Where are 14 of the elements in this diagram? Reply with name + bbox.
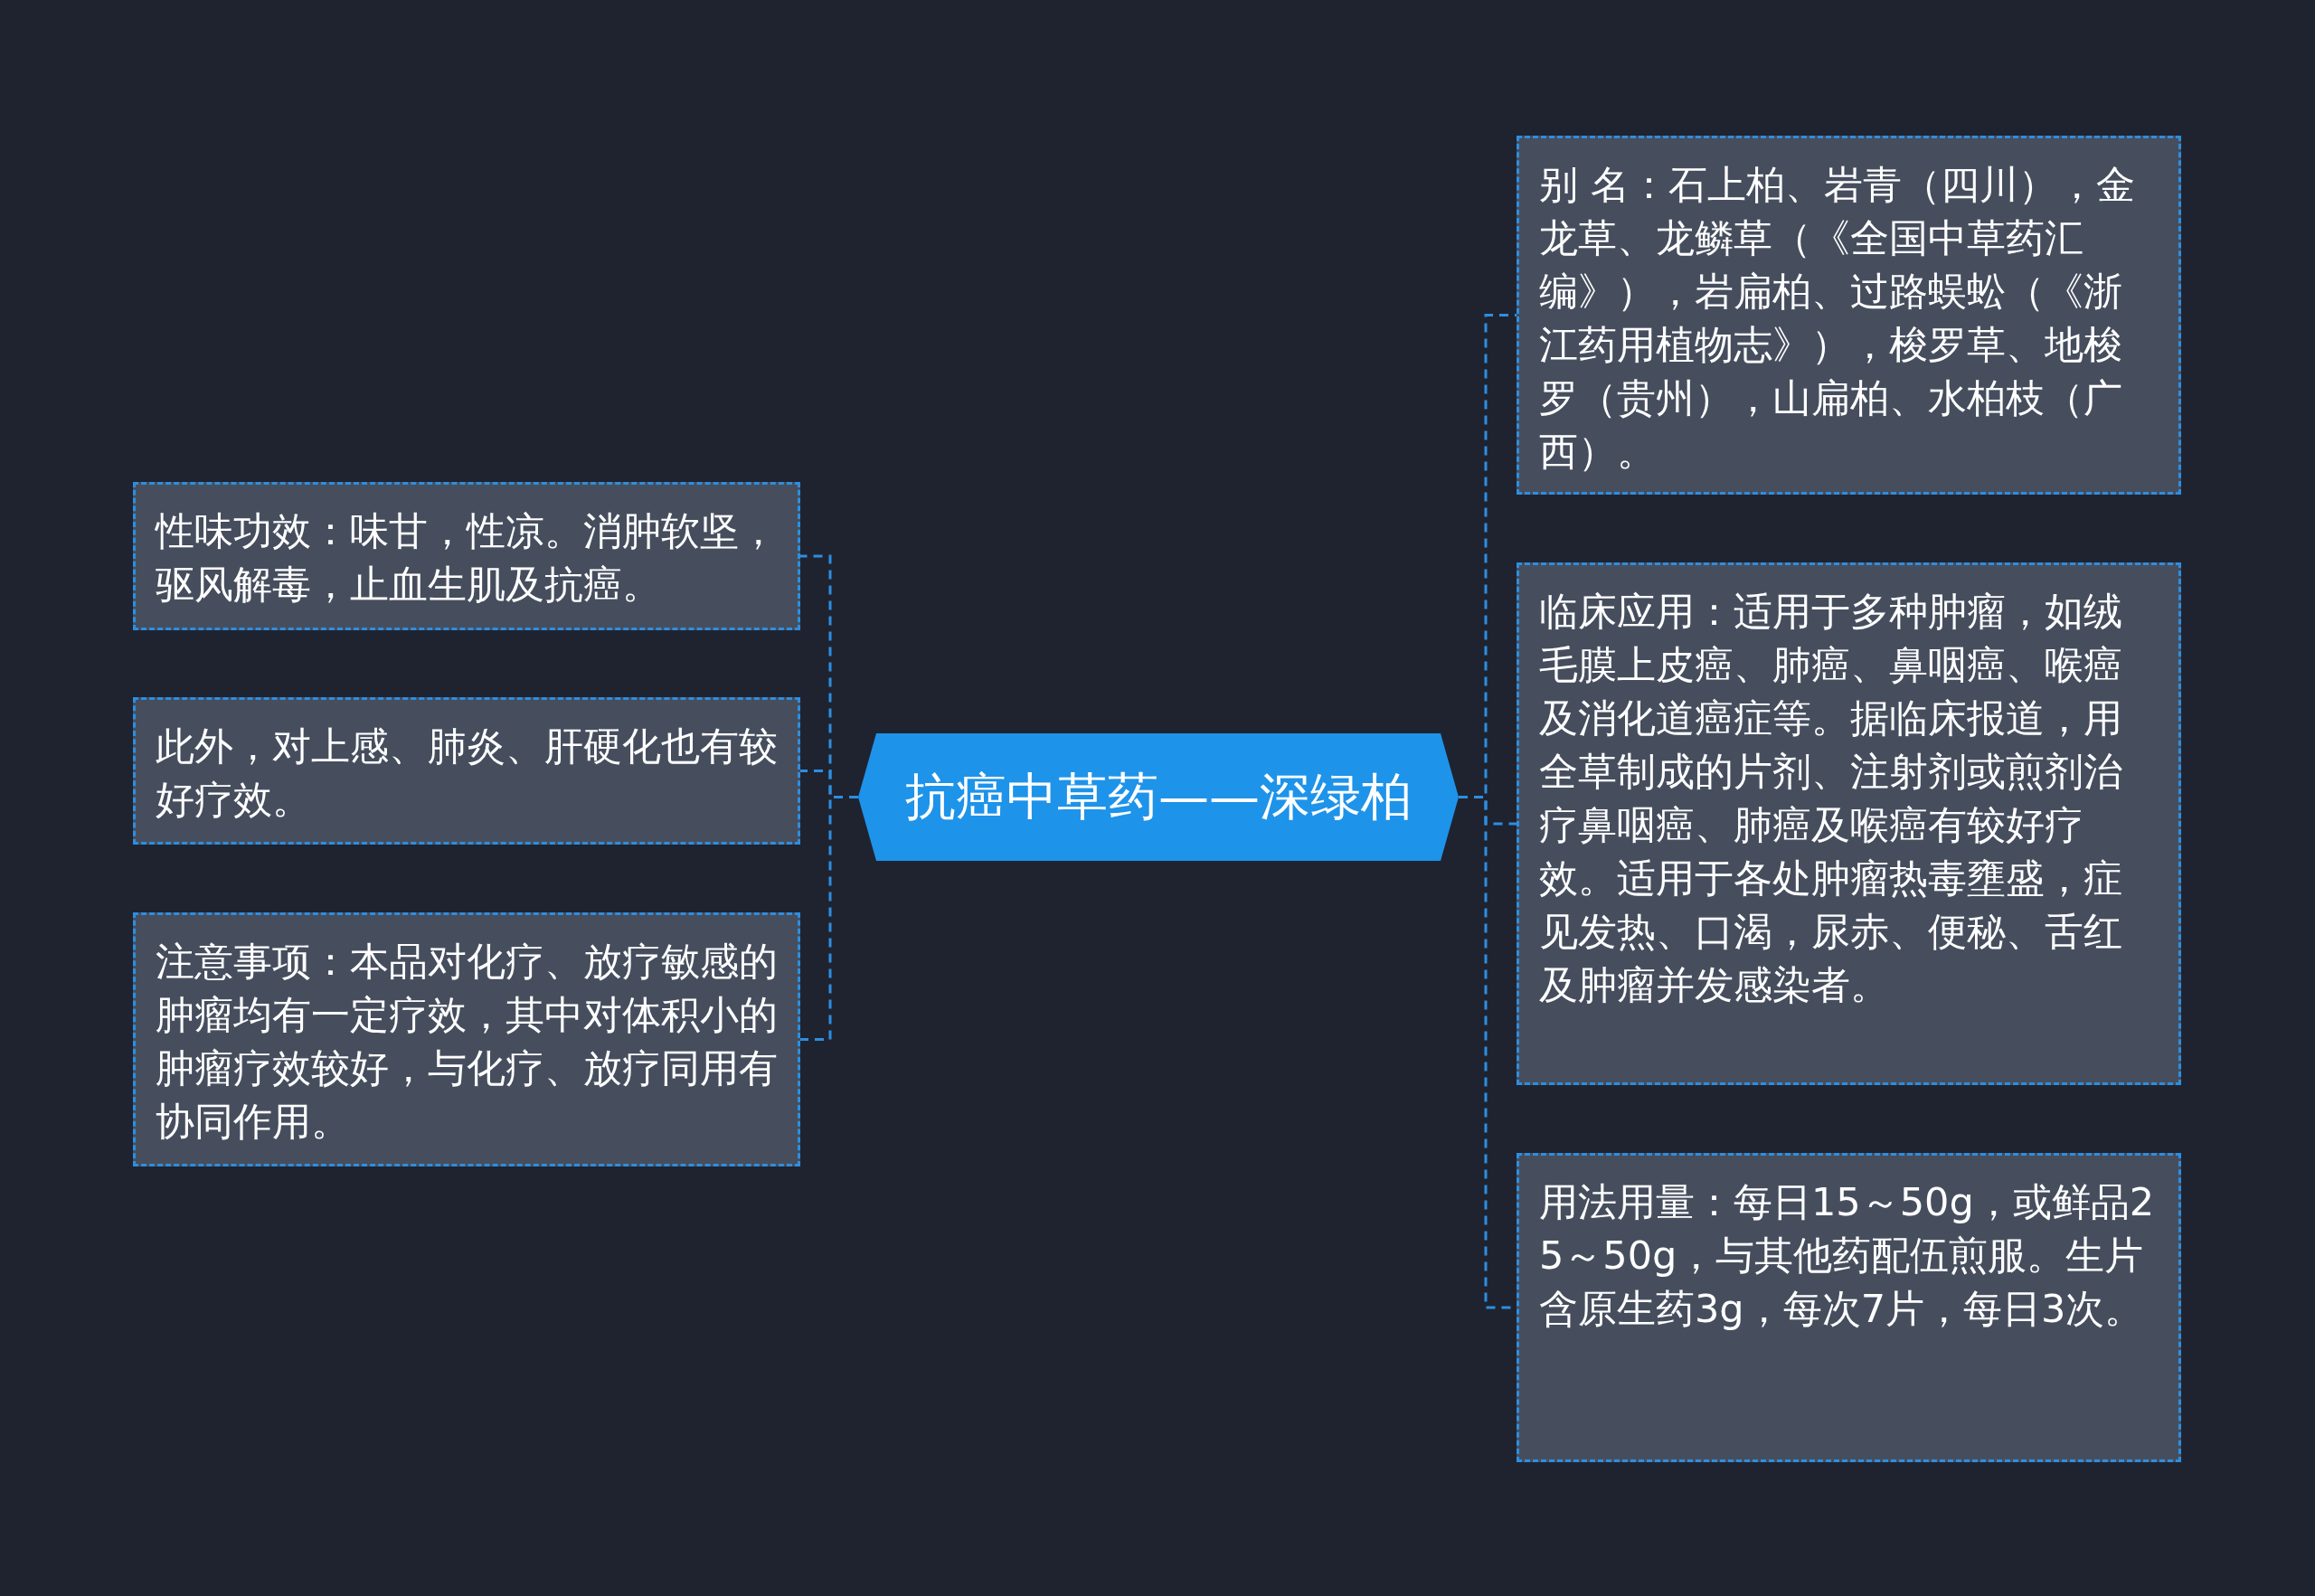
text-card (1517, 136, 2181, 495)
card-text: 性味功效：味甘，性凉。消肿软坚，驱风解毒，止血生肌及抗癌。 (156, 507, 778, 609)
root-title: 抗癌中草药——深绿柏 (905, 765, 1412, 827)
card-text: 临床应用：适用于多种肿瘤，如绒毛膜上皮癌、肺癌、鼻咽癌、喉癌及消化道癌症等。据临床报道，用全草制成的片剂、注射剂或煎剂治疗鼻咽癌、肺癌及喉癌有较好疗效。适用于各处肿瘤热毒壅盛，症见发热、口渴，尿赤、便秘、舌红及肿瘤并发感染者。 (1539, 588, 2123, 1009)
text-card (133, 482, 800, 630)
card-text: 别 名：石上柏、岩青（四川），金龙草、龙鳞草（《全国中草药汇编》），岩扁柏、过路蜈蚣（《浙江药用植物志》），梭罗草、地梭罗（贵州），山扁柏、水柏枝（广西）。 (1539, 161, 2136, 476)
connector-line (800, 796, 858, 1041)
card-text: 此外，对上感、肺炎、肝硬化也有较好疗效。 (156, 722, 778, 824)
text-card (133, 912, 800, 1166)
text-card (133, 697, 800, 845)
text-card (1517, 562, 2181, 1085)
card-text: 用法用量：每日15～50g，或鲜品25～50g，与其他药配伍煎服。生片含原生药3g，每次7片，每日3次。 (1539, 1178, 2156, 1333)
card-text: 注意事项：本品对化疗、放疗敏感的肿瘤均有一定疗效，其中对体积小的肿瘤疗效较好，与化疗、放疗同用有协同作用。 (156, 938, 778, 1146)
text-card (1517, 1153, 2181, 1462)
